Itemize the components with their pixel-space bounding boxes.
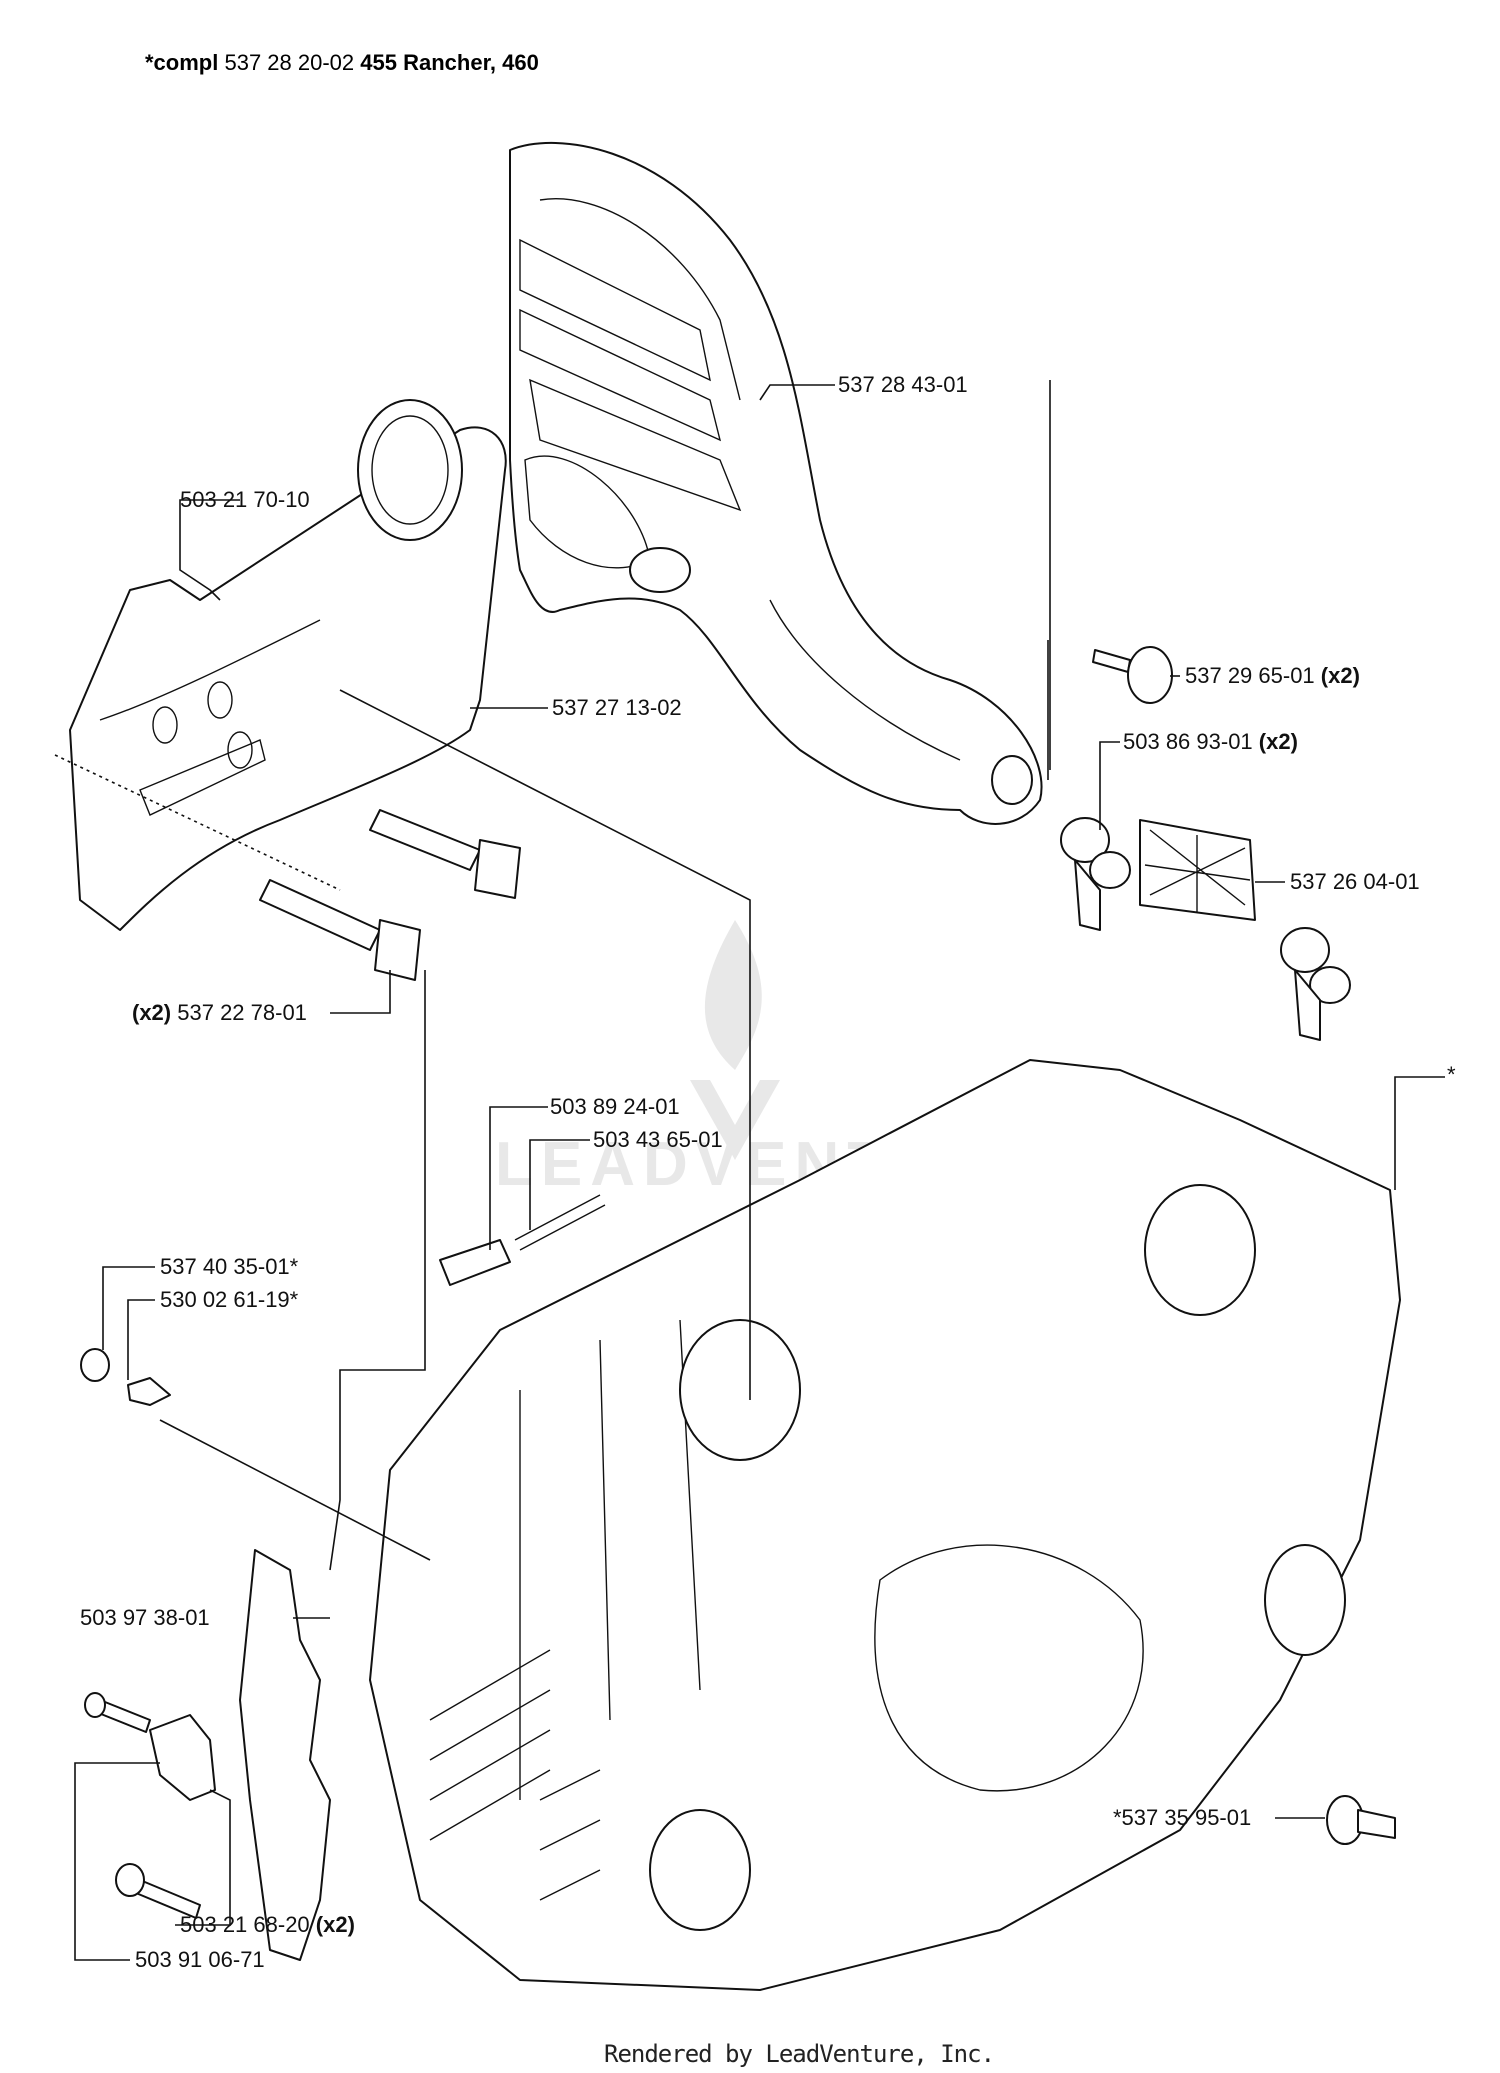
- callout-spike-screw: 503 21 68-20 (x2): [180, 1912, 355, 1937]
- callout-tensioner-spring: 503 43 65-01: [593, 1127, 723, 1152]
- callout-nut: 537 40 35-01*: [160, 1254, 299, 1279]
- callout-chain-tensioner: 503 89 24-01: [550, 1094, 680, 1119]
- spike-bumper-drawing: [239, 1549, 331, 1961]
- callout-guide-pin: 530 02 61-19*: [160, 1287, 299, 1312]
- callout-chain-catcher: 503 91 06-71: [135, 1947, 265, 1972]
- callout-clutch-cover: 537 27 13-02: [552, 695, 682, 720]
- spike-screw-drawing: [84, 1692, 201, 1919]
- av-plug-drawing: [1326, 1795, 1396, 1845]
- header-part-number: 537 28 20-02: [224, 50, 355, 75]
- header-prefix: *compl: [145, 50, 219, 75]
- nut-guide-pin-drawing: [80, 1348, 171, 1406]
- chain-tensioner-drawing: [439, 1194, 606, 1286]
- av-element-drawing: [1060, 817, 1351, 1041]
- header-models: 455 Rancher, 460: [360, 50, 539, 75]
- callout-bar-bolt: (x2) 537 22 78-01: [132, 1000, 307, 1025]
- crankcase-drawing: [369, 1059, 1401, 1991]
- handle-screw-drawing: [1092, 646, 1173, 704]
- callout-front-handle-guard: 537 28 43-01: [838, 372, 968, 397]
- chain-catcher-drawing: [149, 1714, 216, 1801]
- callout-spike-bumper: 503 97 38-01: [80, 1605, 210, 1630]
- footer-credit: Rendered by LeadVenture, Inc.: [604, 2040, 995, 2068]
- callout-handle-screw: 537 29 65-01 (x2): [1185, 663, 1360, 688]
- leader-lines: [54, 380, 1445, 1961]
- callout-air-filter-mesh: 537 26 04-01: [1290, 869, 1420, 894]
- clutch-cover-drawing: [69, 399, 507, 931]
- callout-av-element-top: 503 86 93-01 (x2): [1123, 729, 1298, 754]
- diagram-header: *compl 537 28 20-02 455 Rancher, 460: [145, 50, 539, 76]
- callout-av-plug: *537 35 95-01: [1113, 1805, 1252, 1830]
- callout-crankcase: *: [1447, 1062, 1456, 1087]
- front-handle-guard-drawing: [509, 141, 1043, 825]
- callout-screw-chain-brake: 503 21 70-10: [180, 487, 310, 512]
- air-filter-mesh-drawing: [1139, 819, 1256, 921]
- bar-bolt-drawing: [259, 809, 521, 981]
